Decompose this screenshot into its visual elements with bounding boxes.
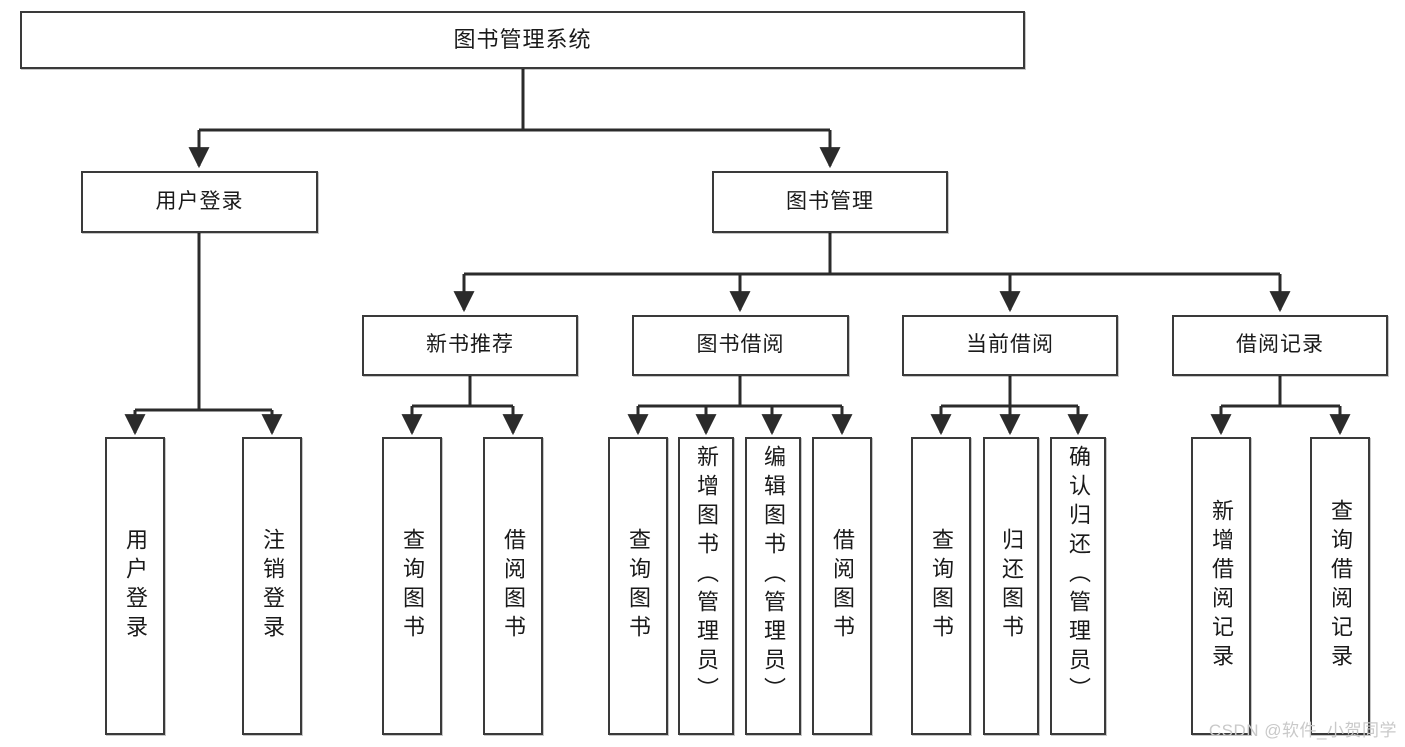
leaf-edit-book-admin[interactable]: 编辑图书（管理员） (745, 437, 801, 735)
leaf-user-login[interactable]: 用户登录 (105, 437, 165, 735)
node-label: 新增图书（管理员） (694, 445, 719, 706)
node-label: 查询图书 (929, 528, 954, 644)
leaf-confirm-return-admin[interactable]: 确认归还（管理员） (1050, 437, 1106, 735)
node-label: 新增借阅记录 (1209, 499, 1234, 673)
node-label: 借阅图书 (501, 528, 526, 644)
node-label: 编辑图书（管理员） (761, 445, 786, 706)
node-label: 图书管理 (786, 189, 874, 213)
node-label: 当前借阅 (966, 333, 1054, 357)
node-label: 借阅记录 (1236, 333, 1324, 357)
node-label: 新书推荐 (426, 333, 514, 357)
node-current-borrowing[interactable]: 当前借阅 (902, 315, 1118, 376)
node-user-login[interactable]: 用户登录 (81, 171, 318, 233)
leaf-query-book-recommend[interactable]: 查询图书 (382, 437, 442, 735)
leaf-query-book-borrow[interactable]: 查询图书 (608, 437, 668, 735)
leaf-add-book-admin[interactable]: 新增图书（管理员） (678, 437, 734, 735)
node-book-management[interactable]: 图书管理 (712, 171, 948, 233)
node-label: 查询图书 (626, 528, 651, 644)
leaf-logout[interactable]: 注销登录 (242, 437, 302, 735)
node-root-system[interactable]: 图书管理系统 (20, 11, 1025, 69)
leaf-return-book[interactable]: 归还图书 (983, 437, 1039, 735)
leaf-query-book-current[interactable]: 查询图书 (911, 437, 971, 735)
node-label: 借阅图书 (830, 528, 855, 644)
node-label: 用户登录 (155, 189, 244, 213)
node-label: 注销登录 (260, 528, 285, 644)
node-label: 查询借阅记录 (1328, 499, 1353, 673)
node-label: 图书借阅 (696, 333, 785, 357)
node-borrowing-records[interactable]: 借阅记录 (1172, 315, 1388, 376)
node-label: 用户登录 (123, 528, 148, 644)
node-label: 归还图书 (999, 528, 1024, 644)
leaf-borrow-book[interactable]: 借阅图书 (812, 437, 872, 735)
node-label: 确认归还（管理员） (1066, 445, 1091, 706)
node-new-book-recommendation[interactable]: 新书推荐 (362, 315, 578, 376)
leaf-add-borrow-record[interactable]: 新增借阅记录 (1191, 437, 1251, 735)
leaf-borrow-book-recommend[interactable]: 借阅图书 (483, 437, 543, 735)
leaf-query-borrow-record[interactable]: 查询借阅记录 (1310, 437, 1370, 735)
node-book-borrowing[interactable]: 图书借阅 (632, 315, 849, 376)
node-label: 查询图书 (400, 528, 425, 644)
node-label: 图书管理系统 (453, 27, 592, 53)
watermark-text: CSDN @软件_小贺同学 (1208, 721, 1397, 740)
